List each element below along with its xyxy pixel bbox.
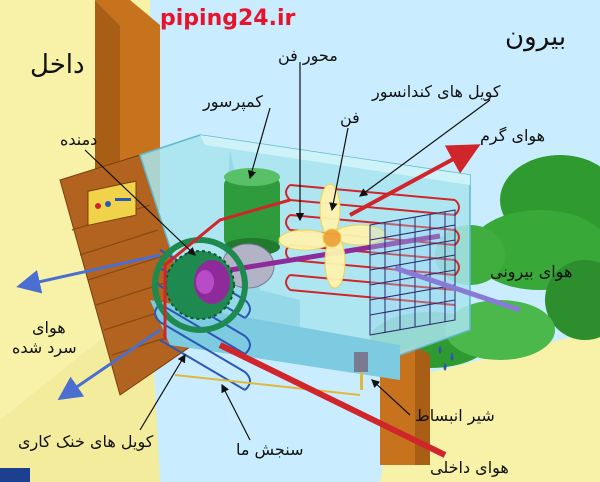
condensate-drops [438, 345, 454, 371]
label-cooling-coils: کویل های خنک کاری [18, 432, 154, 451]
watermark: piping24.ir [160, 6, 296, 31]
label-cooled-air-line1: هوای [32, 318, 66, 337]
expansion-valve [354, 352, 368, 390]
refrigerant-line-hot [163, 198, 291, 340]
label-blower: دمنده [60, 130, 98, 149]
label-fan-axis: محور فن [278, 46, 338, 65]
label-hot-air: هوای گرم [480, 126, 546, 145]
outside-air-arrow [394, 265, 521, 313]
blower-wheel [152, 237, 248, 333]
leader-lines [84, 62, 491, 441]
hot-air-arrow [349, 144, 481, 217]
label-inside: داخل [30, 50, 85, 80]
label-compressor: کمپرسور [203, 92, 263, 111]
label-outside: بیرون [505, 22, 567, 52]
label-expansion-valve: شیر انبساط [415, 406, 495, 425]
label-fan: فن [340, 108, 360, 127]
label-inside-air: هوای داخلی [430, 458, 509, 477]
label-cooled-air-line2: سرد شده [12, 338, 77, 357]
inside-air-arrow [218, 342, 447, 458]
cooled-air-arrow-upper [16, 253, 161, 294]
label-thermostat: سنجش ما [236, 440, 304, 459]
label-outside-air: هوای بیرونی [490, 262, 573, 281]
thermostat-probe [174, 374, 361, 396]
cooled-air-arrow-lower [57, 328, 161, 401]
corner-badge [0, 468, 30, 482]
label-condenser-coils: کویل های کندانسور [372, 82, 501, 101]
